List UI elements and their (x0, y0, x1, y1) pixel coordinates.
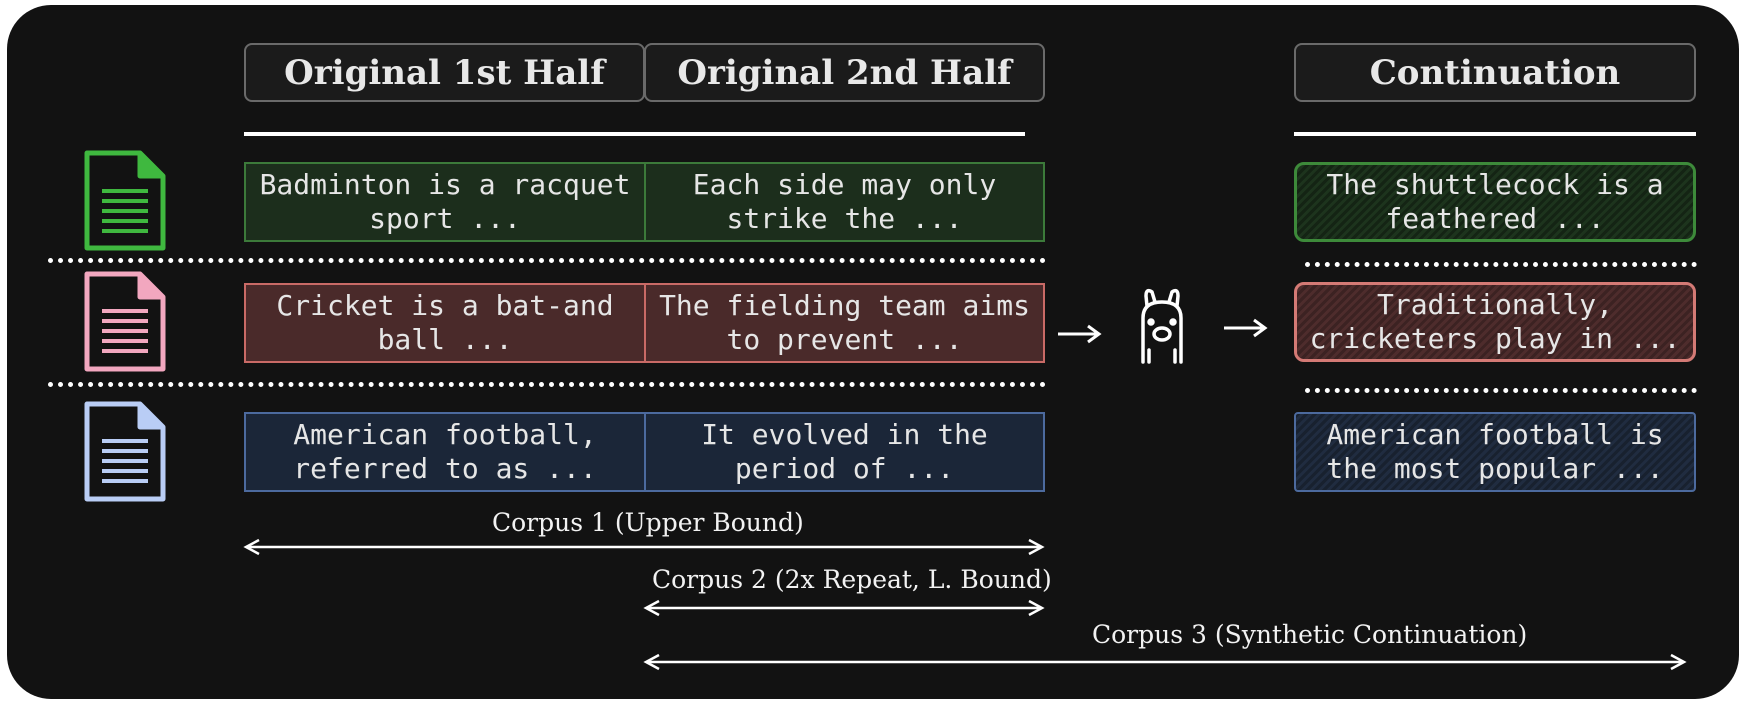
corpus-3-span-arrow (643, 653, 1687, 671)
corpus-1-span-arrow (243, 538, 1045, 556)
row-2-continuation: Traditionally, cricketers play in ... (1294, 282, 1696, 362)
header-original-first-half: Original 1st Half (244, 43, 645, 102)
arrow-right-icon (1058, 324, 1102, 344)
header-underline-original (244, 132, 1025, 136)
row-separator (1305, 388, 1697, 393)
row-1-continuation: The shuttlecock is a feathered ... (1294, 162, 1696, 242)
arrow-right-icon (1224, 318, 1268, 338)
header-underline-continuation (1294, 132, 1696, 136)
row-1-first-half: Badminton is a racquet sport ... (244, 162, 646, 242)
header-continuation: Continuation (1294, 43, 1696, 102)
row-separator (48, 382, 1046, 387)
row-2-first-half: Cricket is a bat-and ball ... (244, 283, 646, 363)
corpus-2-span-arrow (643, 599, 1045, 617)
row-3-first-half: American football, referred to as ... (244, 412, 646, 492)
row-2-second-half: The fielding team aims to prevent ... (644, 283, 1045, 363)
row-separator (1305, 262, 1697, 267)
corpus-1-label: Corpus 1 (Upper Bound) (492, 508, 804, 537)
row-3-continuation: American football is the most popular ..… (1294, 412, 1696, 492)
corpus-3-label: Corpus 3 (Synthetic Continuation) (1092, 620, 1528, 649)
header-original-second-half: Original 2nd Half (644, 43, 1045, 102)
document-icon (84, 271, 166, 372)
row-1-second-half: Each side may only strike the ... (644, 162, 1045, 242)
document-icon (84, 401, 166, 502)
document-icon (84, 150, 166, 251)
row-3-second-half: It evolved in the period of ... (644, 412, 1045, 492)
row-separator (48, 258, 1046, 263)
llama-icon (1141, 288, 1183, 364)
corpus-2-label: Corpus 2 (2x Repeat, L. Bound) (652, 565, 1052, 594)
